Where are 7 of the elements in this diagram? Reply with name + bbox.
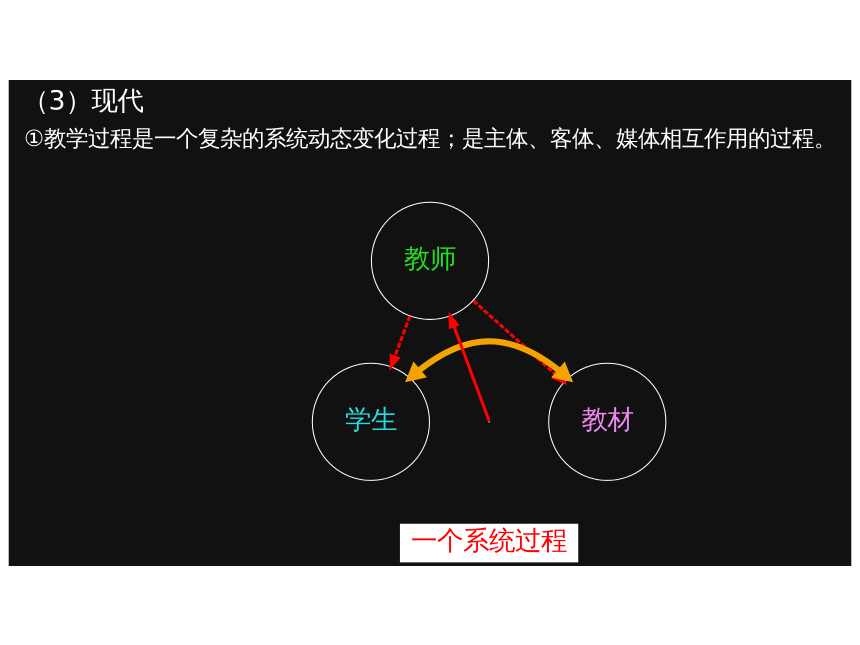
arrow <box>405 338 574 382</box>
node-box: 一个系统过程 <box>400 523 578 562</box>
diagram-title: （3）现代 <box>22 84 144 116</box>
arrow <box>448 311 490 421</box>
label: ①教学过程是一个复杂的系统动态变化过程；是主体、客体、媒体相互作用的过程。 <box>24 125 836 152</box>
node-circle: 教师 <box>370 201 490 320</box>
arrow <box>389 315 412 370</box>
